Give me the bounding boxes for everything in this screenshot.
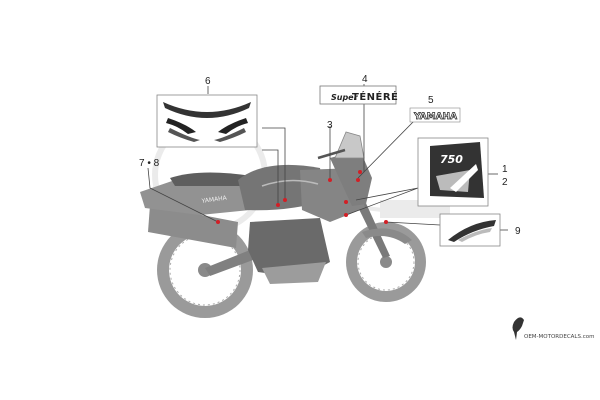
callout-1: 1 — [502, 164, 508, 175]
windscreen — [334, 131, 365, 159]
marker-dot — [328, 178, 332, 182]
tank-stripe — [261, 179, 319, 187]
engine — [248, 218, 330, 278]
part-6-tail-decals — [156, 94, 258, 148]
marker-dot — [356, 178, 360, 182]
part-1-2-side-panel-decal: 750 — [417, 137, 489, 207]
front-fairing — [330, 150, 372, 206]
watermark-logo: OEM-MOTORDECALS.com — [512, 317, 594, 340]
motorcycle-illustration: YAMAHA — [140, 131, 426, 318]
tail-section — [140, 180, 250, 215]
skid-plate — [262, 262, 326, 284]
seat — [170, 172, 255, 186]
callout-2: 2 — [502, 177, 508, 188]
marker-dot — [276, 203, 280, 207]
super-tenere-prefix: Super — [331, 93, 359, 102]
watermark-url: OEM-MOTORDECALS.com — [524, 334, 594, 340]
callout-7-8: 7 • 8 — [139, 158, 160, 169]
callout-5: 5 — [428, 95, 434, 106]
placement-markers — [216, 170, 388, 224]
part-4-super-tenere-emblem: Super TÉNÉRÉ — [319, 85, 398, 105]
marker-dot — [358, 170, 362, 174]
marker-dot — [384, 220, 388, 224]
callout-3: 3 — [327, 120, 333, 131]
handlebar — [317, 148, 346, 160]
callout-9: 9 — [515, 226, 521, 237]
front-fender — [362, 228, 412, 244]
exhaust-muffler — [148, 205, 238, 248]
marker-dot — [216, 220, 220, 224]
yamaha-wordmark: YAMAHA — [413, 112, 457, 122]
marker-dot — [283, 198, 287, 202]
tank-brand-label: YAMAHA — [200, 194, 228, 205]
marker-dot — [344, 213, 348, 217]
watermark-bird-icon — [512, 317, 524, 340]
callout-4: 4 — [362, 74, 368, 85]
marker-dot — [344, 200, 348, 204]
part-9-fender-decal — [439, 213, 501, 247]
callout-6: 6 — [205, 76, 211, 87]
super-tenere-name: TÉNÉRÉ — [352, 90, 398, 103]
side-750-text: 750 — [440, 153, 463, 166]
part-5-yamaha-wordmark: YAMAHA — [409, 107, 461, 122]
